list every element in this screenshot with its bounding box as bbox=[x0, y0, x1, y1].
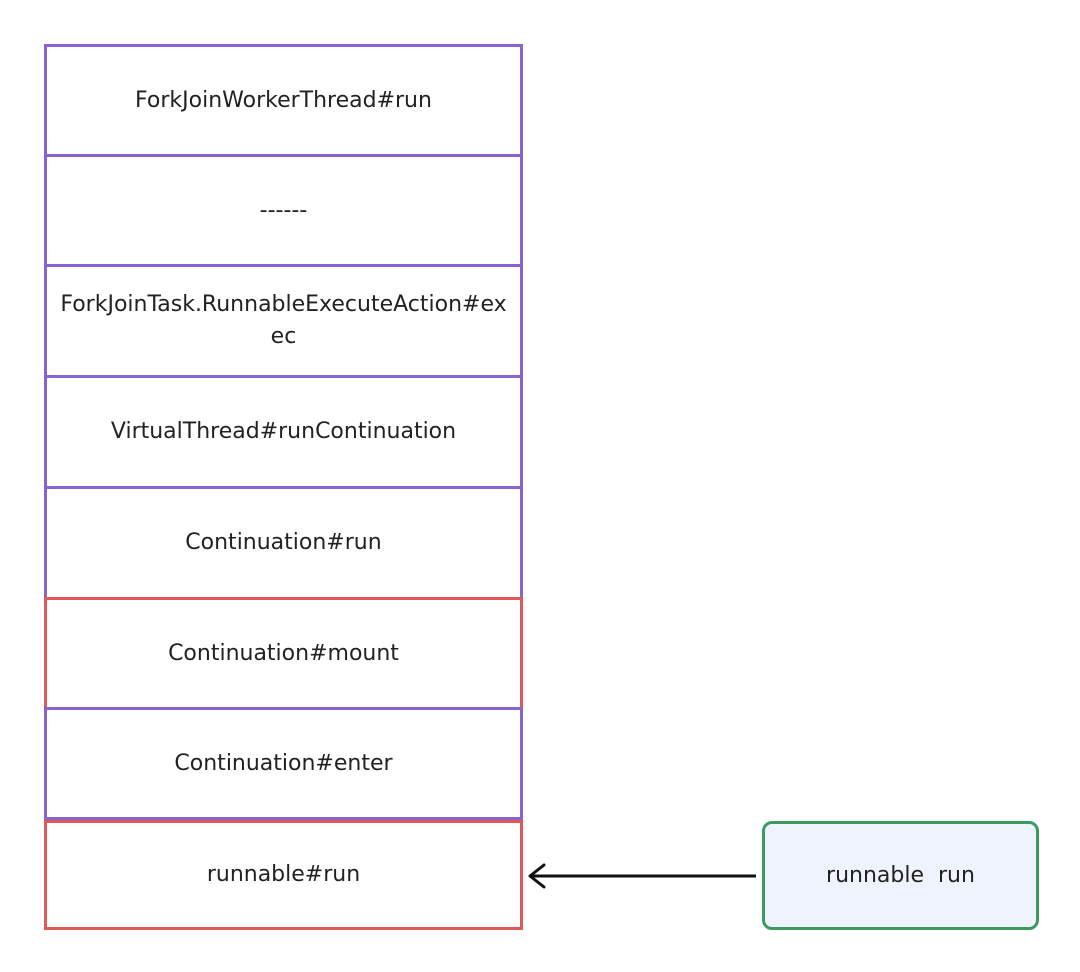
arrow-left-connector bbox=[528, 863, 756, 889]
stack-frame-label: Continuation#enter bbox=[174, 750, 393, 776]
stack-frame-runnable-run: runnable#run bbox=[44, 820, 523, 930]
stack-frame-virtualthread-runcontinuation: VirtualThread#runContinuation bbox=[44, 375, 523, 489]
stack-frame-label: Continuation#mount bbox=[168, 640, 399, 666]
runnable-run-callout: runnable run bbox=[762, 821, 1039, 930]
callout-label: runnable run bbox=[826, 863, 975, 888]
stack-frame-label: ForkJoinTask.RunnableExecuteAction#exec bbox=[60, 292, 507, 349]
stack-frame-label: Continuation#run bbox=[185, 530, 382, 556]
stack-frame-forkjoinworkerthread-run: ForkJoinWorkerThread#run bbox=[44, 44, 523, 157]
stack-frame-label: VirtualThread#runContinuation bbox=[110, 419, 457, 445]
stack-frame-label: ------ bbox=[259, 197, 308, 223]
stack-frame-label: runnable#run bbox=[206, 862, 361, 888]
stack-frame-label: ForkJoinWorkerThread#run bbox=[135, 87, 432, 113]
stack-frame-continuation-mount: Continuation#mount bbox=[44, 597, 523, 710]
stack-frame-runnableexecuteaction-exec: ForkJoinTask.RunnableExecuteAction#exec bbox=[44, 264, 523, 378]
stack-frame-ellipsis: ------ bbox=[44, 154, 523, 267]
stack-frame-continuation-enter: Continuation#enter bbox=[44, 707, 523, 820]
stack-frame-continuation-run: Continuation#run bbox=[44, 486, 523, 600]
arrow-head-icon bbox=[528, 863, 546, 889]
